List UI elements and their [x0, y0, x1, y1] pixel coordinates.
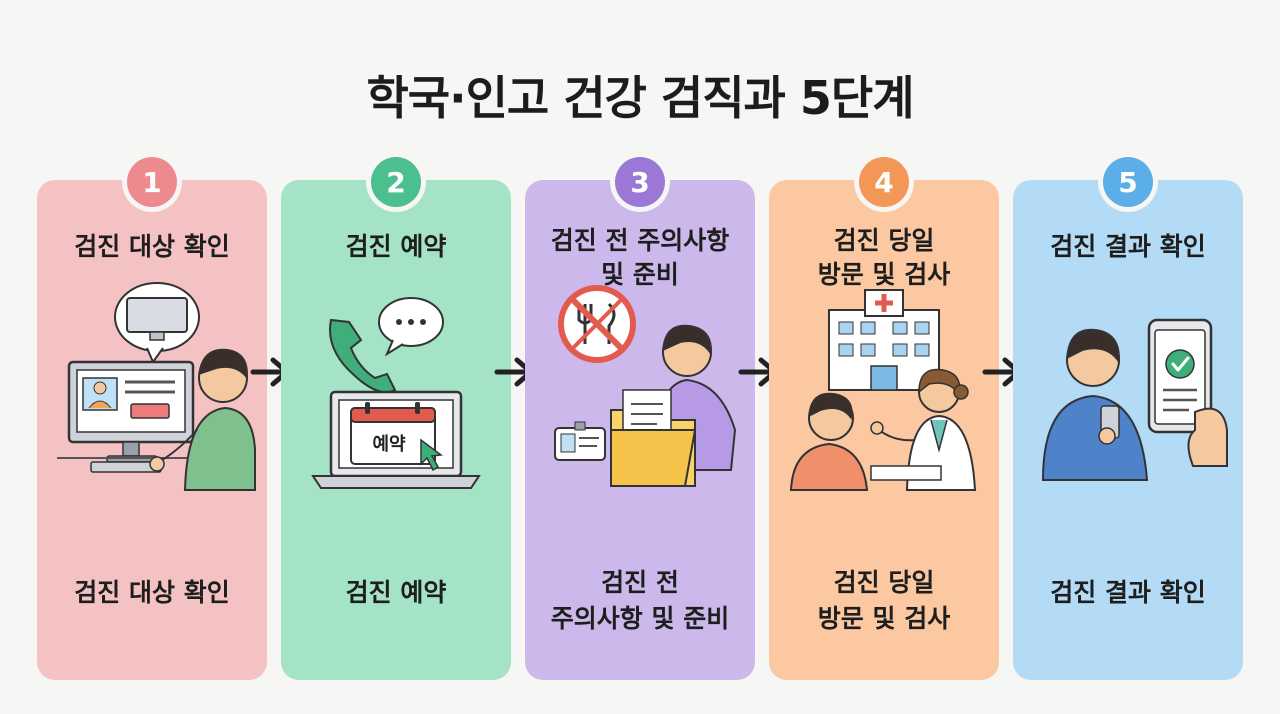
step-number-badge-4: 4 — [859, 157, 909, 207]
step-title: 검진 결과 확인 — [1050, 232, 1206, 261]
step-title: 검진 대상 확인 — [74, 232, 230, 261]
step-card-4: 검진 당일 방문 및 검사 검진 당일 방문 및 검사 — [769, 180, 999, 680]
step-caption: 검진 당일 방문 및 검사 — [817, 568, 951, 633]
step-caption: 검진 전 주의사항 및 준비 — [550, 568, 730, 633]
step-caption: 검진 대상 확인 — [74, 578, 230, 607]
step-title: 검진 당일 방문 및 검사 — [817, 226, 951, 289]
step-card-5: 검진 결과 확인 검진 결과 확인 — [1013, 180, 1243, 680]
step-title: 검진 전 주의사항 및 준비 — [550, 226, 730, 289]
step-number-badge-1: 1 — [127, 157, 177, 207]
hospital-visit-illustration — [789, 289, 977, 491]
phone-booking-illustration: 예약 — [311, 297, 481, 489]
step-card-1: 검진 대상 확인 검진 대상 확인 — [37, 180, 267, 680]
step-caption: 검진 결과 확인 — [1050, 578, 1206, 607]
preparation-illustration — [554, 285, 737, 487]
step-number-badge-5: 5 — [1103, 157, 1153, 207]
computer-user-illustration — [57, 282, 256, 491]
step-card-3: 검진 전 주의사항 및 준비 검진 전 주의사항 및 준비 — [525, 180, 755, 680]
step-number-badge-3: 3 — [615, 157, 665, 207]
calendar-label: 예약 — [372, 433, 406, 455]
step-title: 검진 예약 — [345, 232, 447, 261]
step-card-2: 검진 예약 예약 검진 예약 — [281, 180, 511, 680]
result-check-illustration — [1041, 318, 1228, 481]
step-number-badge-2: 2 — [371, 157, 421, 207]
page-title: 학국·인고 건강 검직과 5단계 — [366, 71, 914, 125]
step-caption: 검진 예약 — [345, 578, 447, 607]
